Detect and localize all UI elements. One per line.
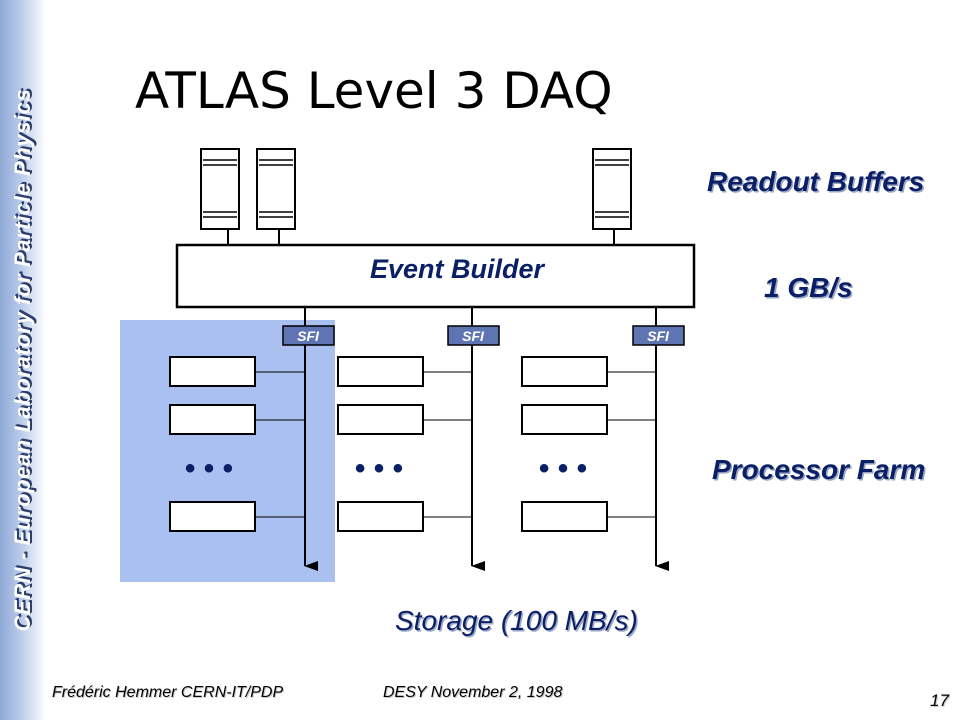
processor-node: [169, 501, 256, 532]
footer-author: Frédéric Hemmer CERN-IT/PDP: [52, 684, 284, 701]
sfi-box: [282, 325, 335, 346]
processor-node: [521, 356, 608, 387]
sfi-box: [632, 325, 685, 346]
readout-buffer: [256, 148, 296, 245]
processor-farm-label: Processor Farm: [712, 454, 926, 485]
readout-buffer: [592, 148, 632, 245]
processor-node-column: [521, 356, 656, 532]
event-builder-label: Event Builder: [370, 254, 546, 284]
slide-title: ATLAS Level 3 DAQ: [135, 62, 613, 120]
processor-node-column: [169, 356, 305, 532]
processor-node-column: [337, 356, 472, 532]
processor-node: [521, 501, 608, 532]
processor-node: [169, 356, 256, 387]
ellipsis-dots: • • •: [355, 452, 403, 485]
sfi-label: SFI: [647, 328, 670, 344]
processor-node: [521, 404, 608, 435]
sfi-label: SFI: [297, 328, 320, 344]
readout-buffers-label: Readout Buffers: [707, 166, 925, 197]
processor-node: [337, 404, 424, 435]
processor-node: [169, 404, 256, 435]
processor-node: [337, 356, 424, 387]
sfi-box: [447, 325, 500, 346]
ellipsis-dots: • • •: [539, 452, 587, 485]
storage-label: Storage (100 MB/s): [395, 605, 638, 636]
sfi-label: SFI: [462, 328, 485, 344]
ellipsis-dots: • • •: [185, 452, 233, 485]
sidebar-band: CERN - European Laboratory for Particle …: [0, 0, 46, 720]
page-number: 17: [930, 691, 949, 710]
event-builder-box: [175, 243, 696, 309]
bandwidth-label: 1 GB/s: [764, 272, 853, 303]
footer-date: DESY November 2, 1998: [383, 684, 563, 701]
readout-buffer: [200, 148, 240, 245]
processor-node: [337, 501, 424, 532]
